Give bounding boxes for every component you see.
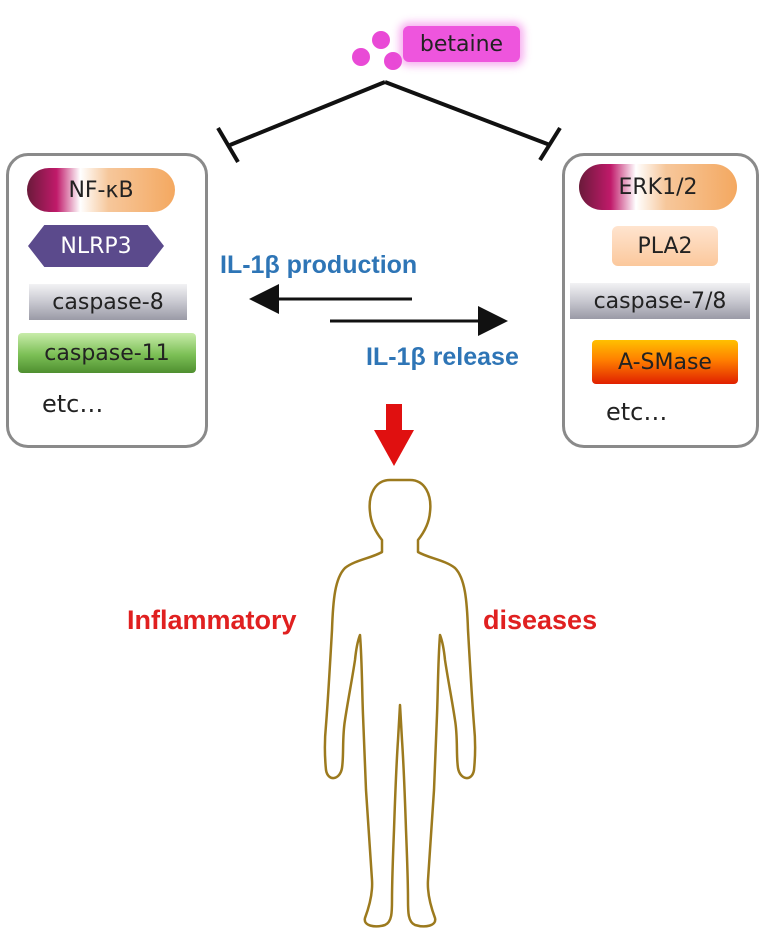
inhibition-left — [216, 80, 386, 164]
left-etc-text: etc… — [42, 390, 104, 418]
nf-kb-label: NF-κB — [27, 168, 175, 212]
erk12-label: ERK1/2 — [579, 164, 737, 210]
human-body-icon — [323, 478, 477, 928]
right-etc-text: etc… — [606, 398, 668, 426]
betaine-molecule-icon — [352, 48, 370, 66]
il1b-release-label: IL-1β release — [366, 343, 519, 371]
nlrp3-label: NLRP3 — [28, 225, 164, 267]
a-smase-label: A-SMase — [592, 340, 738, 384]
betaine-molecule-icon — [384, 52, 402, 70]
inflammatory-label: Inflammatory — [127, 605, 297, 635]
red-down-arrow — [374, 404, 414, 466]
pla2-label: PLA2 — [612, 226, 718, 266]
betaine-molecule-icon — [372, 31, 390, 49]
inhibition-right — [384, 80, 562, 162]
caspase-7-8-label: caspase-7/8 — [570, 283, 750, 319]
diseases-label: diseases — [483, 605, 598, 635]
betaine-label: betaine — [403, 26, 520, 62]
caspase-11-label: caspase-11 — [18, 333, 196, 373]
il1b-production-label: IL-1β production — [220, 251, 418, 279]
caspase-8-label: caspase-8 — [29, 284, 187, 320]
